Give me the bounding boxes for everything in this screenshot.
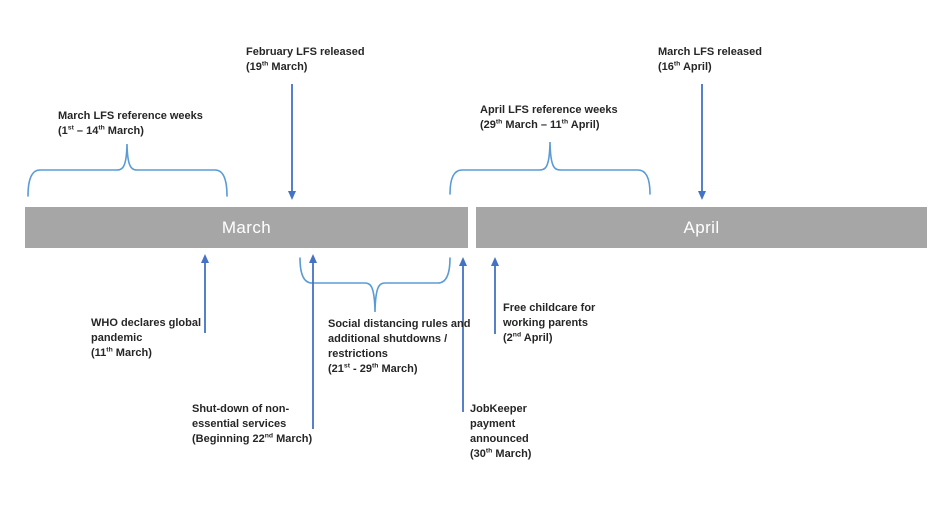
- annotation-line: pandemic: [91, 332, 143, 344]
- brace-april-reference-weeks-icon: [449, 141, 651, 195]
- annotation-line: (1st – 14th March): [58, 124, 144, 137]
- annotation-line: Social distancing rules and: [328, 318, 471, 330]
- annotation-line: (2nd April): [503, 331, 553, 344]
- annotation-line: announced: [470, 433, 529, 445]
- annotation-line: working parents: [503, 317, 588, 329]
- annotation-line: additional shutdowns /: [328, 333, 448, 345]
- annotation-line: (30th March): [470, 447, 532, 460]
- annotation-line: (16th April): [658, 60, 712, 73]
- annotation-line: April LFS reference weeks: [480, 104, 618, 116]
- annotation-line: (21st - 29th March): [328, 362, 418, 375]
- annotation-line: (29th March – 11th April): [480, 118, 600, 131]
- arrow-who-pandemic-icon: [201, 254, 209, 333]
- annotation-april-reference-weeks: April LFS reference weeks (29th March – …: [480, 103, 618, 133]
- annotation-social-distancing: Social distancing rules and additional s…: [328, 317, 470, 377]
- annotation-line: JobKeeper: [470, 403, 527, 415]
- annotation-line: Free childcare for: [503, 302, 596, 314]
- annotation-line: WHO declares global: [91, 317, 202, 329]
- arrow-february-lfs-released-icon: [288, 84, 296, 200]
- arrow-free-childcare-icon: [491, 257, 499, 334]
- annotation-line: essential services: [192, 418, 287, 430]
- arrow-march-lfs-released-icon: [698, 84, 706, 200]
- annotation-who-pandemic: WHO declares global pandemic (11th March…: [91, 316, 201, 361]
- annotation-free-childcare: Free childcare for working parents (2nd …: [503, 301, 595, 346]
- timeline-bar-april: April: [476, 207, 927, 248]
- annotation-line: March LFS reference weeks: [58, 110, 203, 122]
- annotation-jobkeeper: JobKeeper payment announced (30th March): [470, 402, 531, 462]
- annotation-line: restrictions: [328, 348, 388, 360]
- annotation-line: (Beginning 22nd March): [192, 432, 313, 445]
- brace-march-reference-weeks-icon: [27, 143, 228, 197]
- annotation-line: (11th March): [91, 346, 152, 359]
- bar-label-march: March: [221, 217, 272, 237]
- arrow-jobkeeper-icon: [459, 257, 467, 412]
- arrow-shutdown-services-icon: [309, 254, 317, 429]
- annotation-line: payment: [470, 418, 516, 430]
- annotation-march-reference-weeks: March LFS reference weeks (1st – 14th Ma…: [58, 109, 203, 139]
- annotation-line: February LFS released: [246, 46, 365, 58]
- annotation-february-lfs-released: February LFS released (19th March): [246, 45, 365, 75]
- brace-social-distancing-icon: [299, 257, 451, 313]
- annotation-march-lfs-released: March LFS released (16th April): [658, 45, 762, 75]
- annotation-line: March LFS released: [658, 46, 762, 58]
- annotation-line: (19th March): [246, 60, 308, 73]
- timeline-bar-march: March: [25, 207, 468, 248]
- annotation-line: Shut-down of non-: [192, 403, 290, 415]
- annotation-shutdown-services: Shut-down of non- essential services (Be…: [192, 402, 312, 447]
- bar-label-april: April: [683, 217, 720, 237]
